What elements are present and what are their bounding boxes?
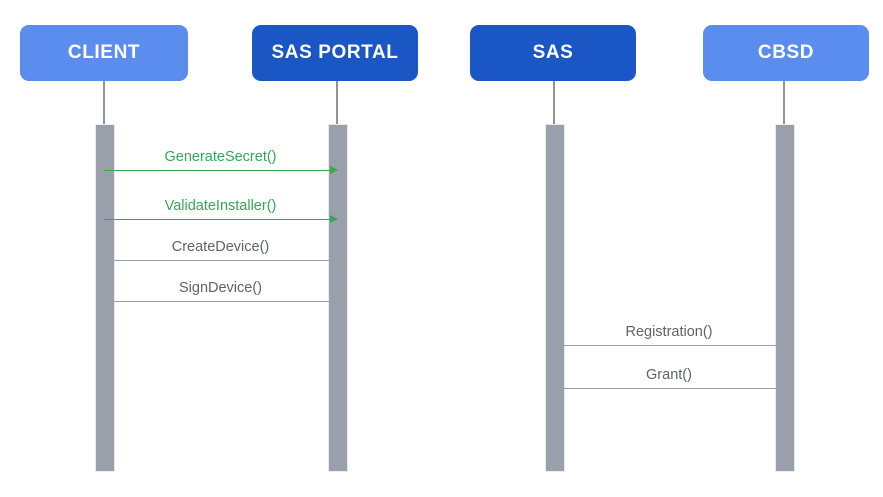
message-label-registration: Registration() xyxy=(625,324,713,340)
lifeline-stem-sas xyxy=(553,81,555,124)
message-line-create-device xyxy=(104,260,337,261)
participant-box-sas-portal[interactable]: SAS PORTAL xyxy=(252,25,418,81)
participant-box-client[interactable]: CLIENT xyxy=(20,25,188,81)
activation-bar-sas xyxy=(545,124,565,472)
arrowhead-left-icon xyxy=(553,340,561,349)
arrowhead-left-icon xyxy=(553,383,561,392)
message-line-validate-installer xyxy=(104,219,337,220)
message-line-generate-secret xyxy=(104,170,337,171)
lifeline-stem-sas-portal xyxy=(336,81,338,124)
message-line-registration xyxy=(554,345,784,346)
activation-bar-cbsd xyxy=(775,124,795,472)
arrowhead-right-icon xyxy=(330,165,338,174)
lifeline-stem-client xyxy=(103,81,105,124)
participant-label-client: CLIENT xyxy=(67,42,141,63)
message-label-sign-device: SignDevice() xyxy=(179,280,262,296)
message-label-grant: Grant() xyxy=(646,367,692,383)
arrowhead-right-icon xyxy=(330,296,338,305)
participant-label-sas-portal: SAS PORTAL xyxy=(271,42,399,63)
message-label-generate-secret: GenerateSecret() xyxy=(164,149,277,165)
message-line-sign-device xyxy=(104,301,337,302)
participant-box-sas[interactable]: SAS xyxy=(470,25,636,81)
arrowhead-right-icon xyxy=(330,214,338,223)
participant-box-cbsd[interactable]: CBSD xyxy=(703,25,869,81)
activation-bar-sas-portal xyxy=(328,124,348,472)
arrowhead-right-icon xyxy=(330,255,338,264)
activation-bar-client xyxy=(95,124,115,472)
lifeline-stem-cbsd xyxy=(783,81,785,124)
participant-label-sas: SAS xyxy=(532,42,574,63)
message-line-grant xyxy=(554,388,784,389)
participant-label-cbsd: CBSD xyxy=(757,42,815,63)
message-label-validate-installer: ValidateInstaller() xyxy=(164,198,277,214)
message-label-create-device: CreateDevice() xyxy=(171,239,270,255)
